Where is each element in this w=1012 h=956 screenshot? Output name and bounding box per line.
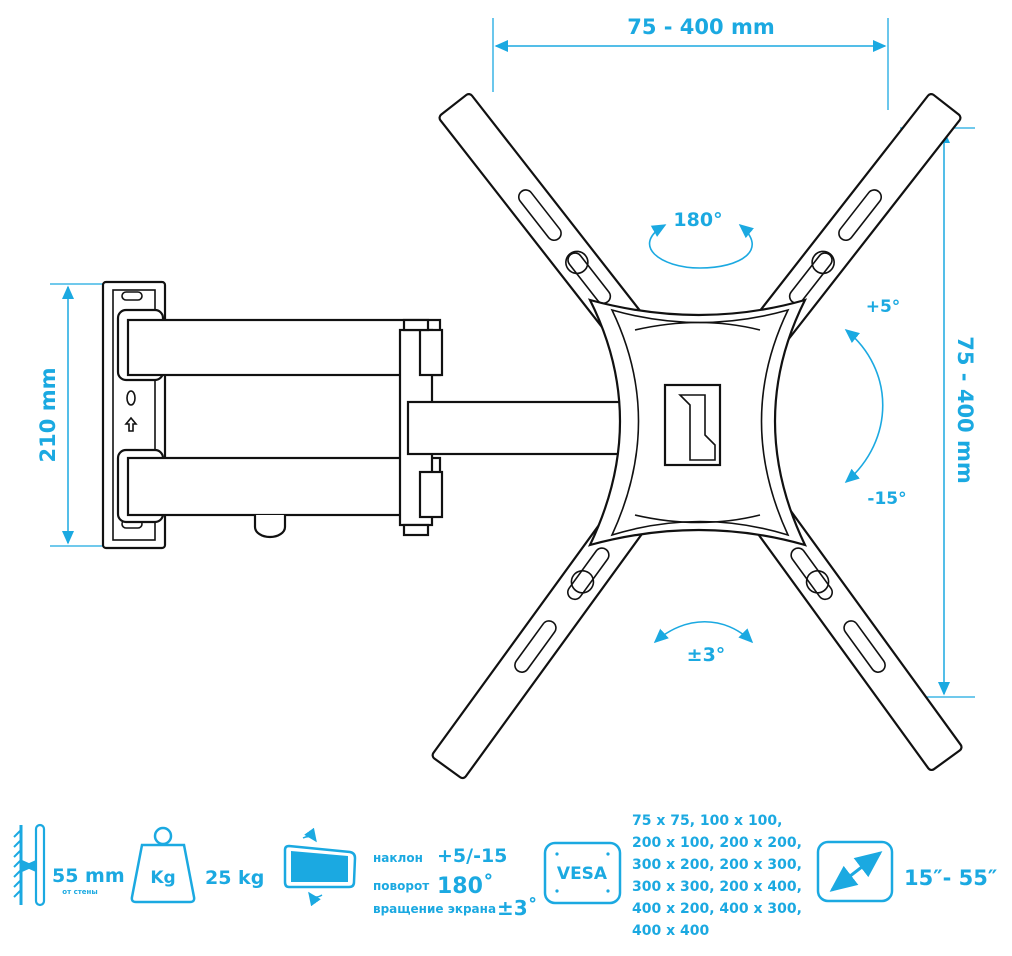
swivel-indicator: 180° [648, 209, 754, 269]
vesa-icon: VESA [543, 841, 622, 905]
vesa-icon-label: VESA [557, 864, 608, 884]
rotation-label: вращение экрана [373, 902, 496, 916]
wall-distance-caption: от стены [62, 888, 97, 896]
rotation-indicator: ±3° [653, 621, 754, 666]
vesa-size-line: 400 x 400 [632, 923, 709, 939]
vesa-size-line: 400 x 200, 400 x 300, [632, 901, 802, 917]
vesa-size-line: 200 x 100, 200 x 200, [632, 835, 802, 851]
weight-icon-label: Kg [150, 868, 175, 888]
vesa-size-line: 300 x 300, 200 x 400, [632, 879, 802, 895]
left-dimension-label: 210 mm [36, 368, 60, 463]
swivel-label: поворот [373, 879, 429, 893]
swing-arms [116, 308, 625, 539]
rotation-angle-label: ±3° [687, 644, 726, 666]
top-dimension-label: 75 - 400 mm [627, 15, 774, 39]
right-dimension: 75 - 400 mm [880, 127, 977, 698]
vesa-plate [431, 92, 963, 780]
tilt-down-label: -15° [867, 489, 906, 509]
tilt-label: наклон [373, 851, 423, 865]
rotation-value: ±3˚ [497, 896, 538, 920]
vesa-sizes-list: 75 x 75, 100 x 100, 200 x 100, 200 x 200… [632, 813, 802, 939]
vesa-size-line: 75 x 75, 100 x 100, [632, 813, 782, 829]
vesa-size-line: 300 x 200, 200 x 300, [632, 857, 802, 873]
left-dimension: 210 mm [36, 283, 110, 547]
tilt-indicator: +5° -15° [844, 297, 907, 509]
right-dimension-label: 75 - 400 mm [953, 336, 977, 483]
diagonal-icon [816, 840, 894, 903]
swivel-value: 180˚ [437, 874, 494, 899]
wall-distance-value: 55 mm [52, 865, 125, 887]
tv-motion-icon [283, 827, 357, 907]
weight-value: 25 kg [205, 867, 264, 889]
screen-size-value: 15″- 55″ [904, 866, 997, 890]
weight-icon: Kg [130, 826, 196, 904]
swivel-angle-label: 180° [673, 209, 722, 231]
tilt-value: +5/-15 [437, 845, 507, 867]
tilt-up-label: +5° [866, 297, 901, 317]
top-dimension: 75 - 400 mm [492, 15, 889, 110]
wall-distance-icon [13, 823, 46, 907]
